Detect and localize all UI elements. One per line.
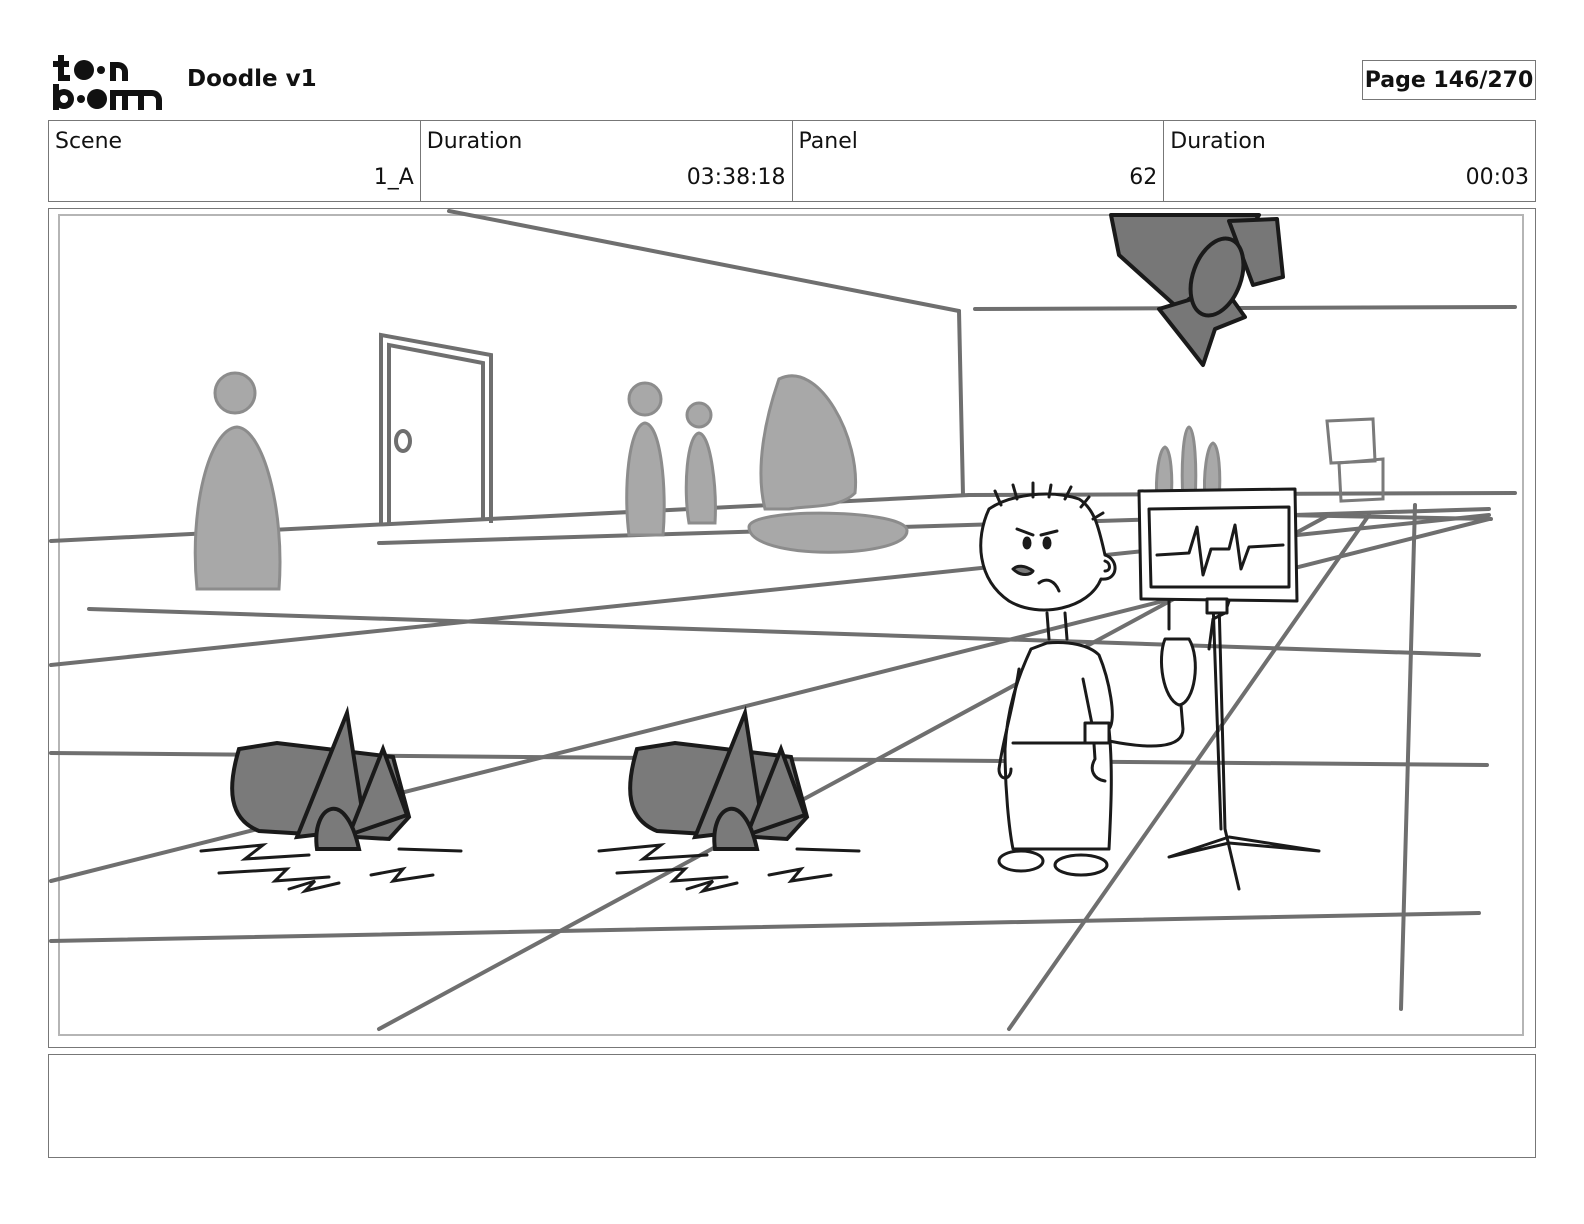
toonboom-logo: [53, 55, 162, 110]
scene-duration-label: Duration: [426, 129, 523, 154]
scene-duration-cell: Duration 03:38:18: [421, 121, 793, 201]
scene-value: 1_A: [373, 165, 414, 190]
far-box: [1325, 417, 1385, 503]
scene-cell: Scene 1_A: [49, 121, 421, 201]
panel-info-row: Scene 1_A Duration 03:38:18 Panel 62 Dur…: [48, 120, 1536, 202]
background-people: [193, 371, 1222, 591]
door: [379, 332, 493, 525]
panel-duration-label: Duration: [1170, 129, 1266, 154]
panel-label: Panel: [798, 129, 858, 154]
spiked-block-middle: [597, 705, 861, 894]
panel-duration-cell: Duration 00:03: [1164, 121, 1535, 201]
panel-duration-value: 00:03: [1465, 165, 1529, 190]
page-indicator: Page 146/270: [1362, 60, 1536, 100]
spotlight: [1109, 213, 1285, 367]
panel-sketch: [49, 209, 1524, 1036]
scene-label: Scene: [55, 129, 123, 154]
scene-duration-value: 03:38:18: [686, 165, 786, 190]
boy-character: [979, 481, 1117, 877]
room-lines: [49, 209, 1517, 1031]
iv-stand-monitor: [1107, 487, 1321, 891]
project-title: Doodle v1: [187, 66, 317, 92]
panel-cell: Panel 62: [793, 121, 1165, 201]
panel-notes: [48, 1054, 1536, 1158]
panel-value: 62: [1129, 165, 1158, 190]
storyboard-panel: [48, 208, 1536, 1048]
spiked-block-left: [199, 705, 463, 894]
